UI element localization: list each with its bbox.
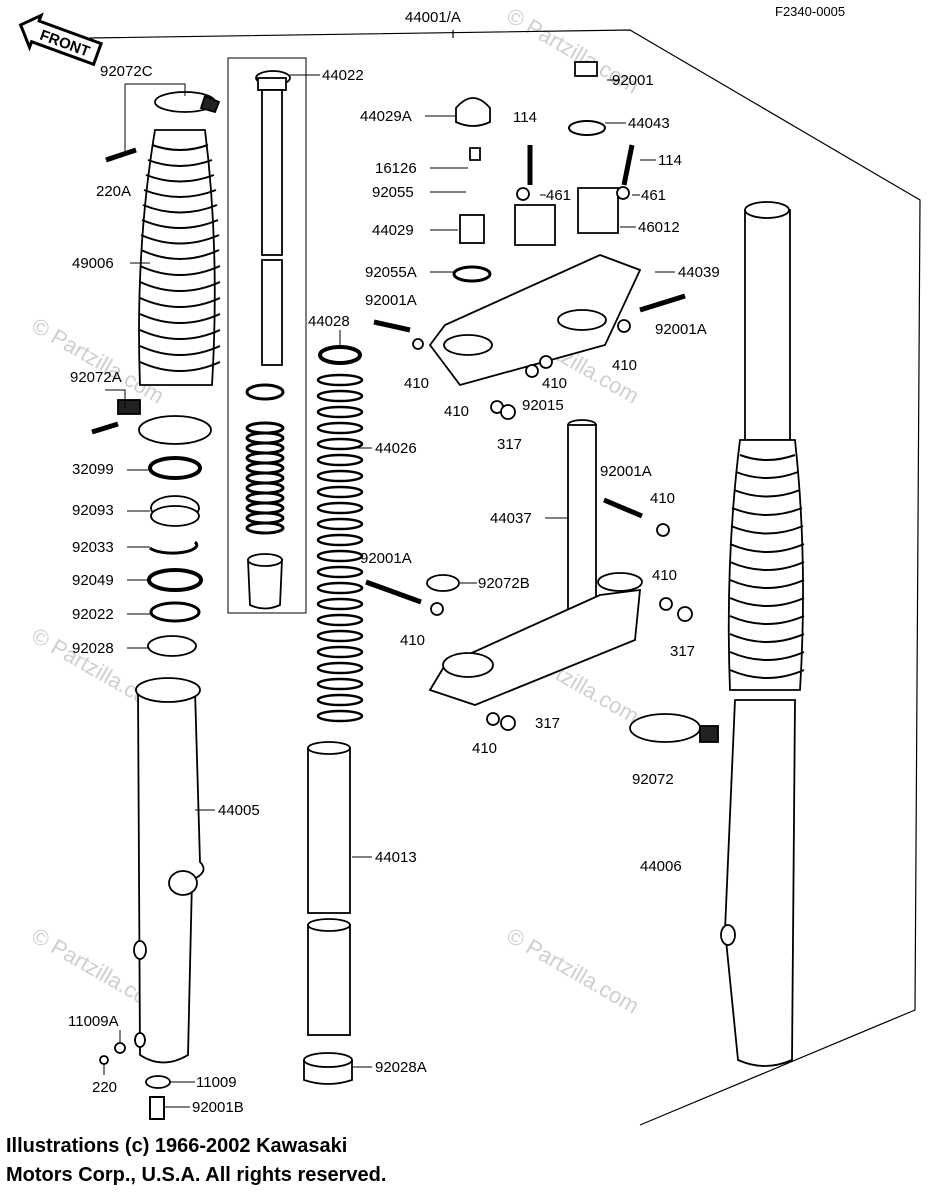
right-fork-boot — [727, 439, 805, 691]
part-label-46012: 46012 — [638, 219, 680, 236]
part-label-44006: 44006 — [640, 858, 682, 875]
part-label-410: 410 — [612, 357, 637, 374]
part-label-410: 410 — [444, 403, 469, 420]
part-label-44043: 44043 — [628, 115, 670, 132]
right-fork — [629, 201, 805, 1067]
part-label-92072C: 92072C — [100, 63, 153, 80]
part-label-32099: 32099 — [72, 461, 114, 478]
part-label-44005: 44005 — [218, 802, 260, 819]
watermark: © Partzilla.com — [503, 923, 644, 1019]
part-label-92055A: 92055A — [365, 264, 417, 281]
part-label-49006: 49006 — [72, 255, 114, 272]
part-label-92093: 92093 — [72, 502, 114, 519]
part-label-410: 410 — [404, 375, 429, 392]
steering-assembly — [365, 61, 693, 731]
diagram-code: F2340-0005 — [775, 4, 846, 19]
inner-parts — [245, 70, 364, 1085]
part-label-92001A: 92001A — [655, 321, 707, 338]
part-label-461: 461 — [546, 187, 571, 204]
fork-spring — [316, 373, 364, 723]
part-label-44013: 44013 — [375, 849, 417, 866]
part-label-92072A: 92072A — [70, 369, 122, 386]
part-label-461: 461 — [641, 187, 666, 204]
part-label-410: 410 — [400, 632, 425, 649]
part-label-317: 317 — [535, 715, 560, 732]
part-label-220A: 220A — [96, 183, 131, 200]
part-label-410: 410 — [650, 490, 675, 507]
part-label-92028: 92028 — [72, 640, 114, 657]
part-label-44028: 44028 — [308, 313, 350, 330]
part-label-92001A: 92001A — [600, 463, 652, 480]
part-label-317: 317 — [497, 436, 522, 453]
part-label-220: 220 — [92, 1079, 117, 1096]
part-label-114: 114 — [658, 152, 682, 169]
part-label-44022: 44022 — [322, 67, 364, 84]
leader-lines — [103, 74, 675, 1108]
part-label-92022: 92022 — [72, 606, 114, 623]
assembly-label: 44001/A — [405, 9, 461, 26]
copyright-notice: Illustrations (c) 1966-2002 Kawasaki Mot… — [6, 1132, 386, 1190]
left-fork — [91, 91, 221, 1120]
part-label-44039: 44039 — [678, 264, 720, 281]
copyright-line-1: Illustrations (c) 1966-2002 Kawasaki — [6, 1135, 348, 1157]
part-label-92049: 92049 — [72, 572, 114, 589]
part-labels: 92072C 220A 49006 92072A 32099 92093 920… — [68, 63, 720, 1116]
part-label-92072: 92072 — [632, 771, 674, 788]
part-label-114: 114 — [513, 109, 537, 126]
part-label-410: 410 — [652, 567, 677, 584]
part-label-92033: 92033 — [72, 539, 114, 556]
part-label-16126: 16126 — [375, 160, 417, 177]
part-label-92055: 92055 — [372, 184, 414, 201]
part-label-92001A: 92001A — [365, 292, 417, 309]
part-label-11009: 11009 — [196, 1074, 237, 1091]
copyright-line-2: Motors Corp., U.S.A. All rights reserved… — [6, 1164, 387, 1186]
left-fork-boot — [138, 129, 221, 386]
part-label-92072B: 92072B — [478, 575, 530, 592]
part-label-92001B: 92001B — [192, 1099, 244, 1116]
part-label-92028A: 92028A — [375, 1059, 427, 1076]
part-label-44037: 44037 — [490, 510, 532, 527]
part-label-410: 410 — [542, 375, 567, 392]
part-label-11009A: 11009A — [68, 1013, 119, 1030]
part-label-92001A: 92001A — [360, 550, 412, 567]
part-label-44029: 44029 — [372, 222, 414, 239]
part-label-92001: 92001 — [612, 72, 654, 89]
front-arrow-icon: FRONT — [18, 12, 104, 67]
part-label-410: 410 — [472, 740, 497, 757]
part-label-317: 317 — [670, 643, 695, 660]
part-label-44026: 44026 — [375, 440, 417, 457]
part-label-44029A: 44029A — [360, 108, 412, 125]
assembly-outline — [89, 29, 921, 1126]
part-label-92015: 92015 — [522, 397, 564, 414]
